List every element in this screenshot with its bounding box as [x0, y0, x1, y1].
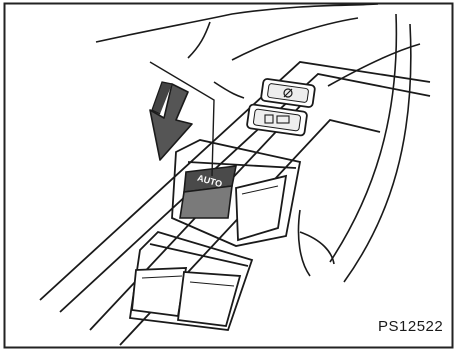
arrow-down-icon [150, 82, 192, 160]
door-trim-lines [96, 4, 420, 282]
armrest-panel [40, 62, 430, 345]
window-switch-front-passenger[interactable] [236, 176, 286, 240]
figure-reference-code: PS12522 [378, 318, 443, 335]
window-switch-rear-left[interactable] [132, 268, 186, 316]
auto-window-switch-driver[interactable]: AUTO [180, 166, 236, 218]
window-switch-rear-right[interactable] [178, 272, 240, 326]
